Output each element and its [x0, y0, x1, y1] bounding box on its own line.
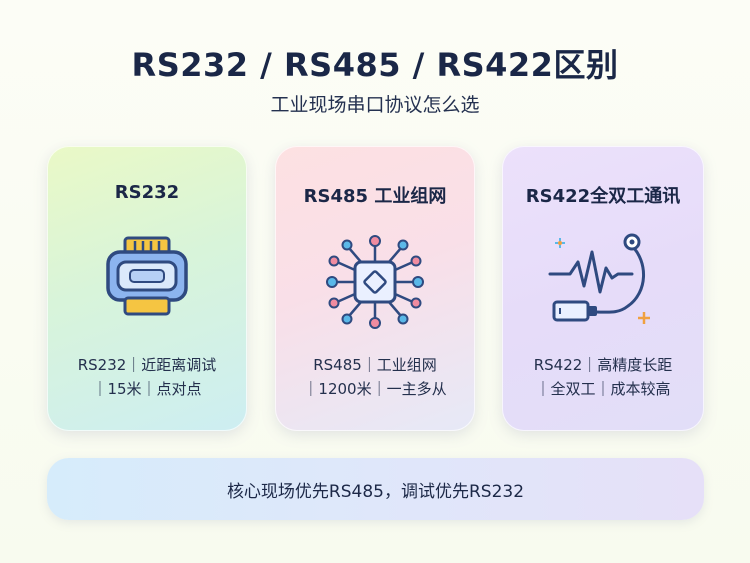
card-title: RS485 工业组网 — [303, 186, 447, 207]
serial-port-connector-icon — [102, 232, 192, 326]
summary-banner: 核心现场优先RS485，调试优先RS232 — [47, 458, 704, 520]
card-desc-line: RS232｜近距离调试 — [77, 356, 217, 374]
card-description: RS422｜高精度长距 ｜全双工｜成本较高 — [502, 353, 704, 401]
network-chip-icon — [325, 232, 425, 336]
card-rs232: RS232 RS232｜近距离调试 ｜15米｜点对点 — [47, 146, 247, 431]
card-description: RS485｜工业组网 ｜1200米｜一主多从 — [275, 353, 475, 401]
signal-cable-icon — [548, 232, 658, 336]
card-title: RS232 — [114, 182, 180, 203]
card-desc-line: ｜1200米｜一主多从 — [303, 380, 447, 398]
card-desc-line: ｜全双工｜成本较高 — [535, 380, 671, 398]
card-desc-line: ｜15米｜点对点 — [92, 380, 202, 398]
card-desc-line: RS422｜高精度长距 — [533, 356, 673, 374]
page-title: RS232 / RS485 / RS422区别 — [131, 46, 619, 84]
card-rs485: RS485 工业组网 — [275, 146, 475, 431]
page-subtitle: 工业现场串口协议怎么选 — [270, 94, 480, 116]
card-title: RS422全双工通讯 — [525, 186, 681, 207]
card-rs422: RS422全双工通讯 RS422｜高精度长距 — [502, 146, 704, 431]
card-description: RS232｜近距离调试 ｜15米｜点对点 — [47, 353, 247, 401]
summary-text: 核心现场优先RS485，调试优先RS232 — [226, 481, 525, 502]
card-desc-line: RS485｜工业组网 — [313, 356, 437, 374]
